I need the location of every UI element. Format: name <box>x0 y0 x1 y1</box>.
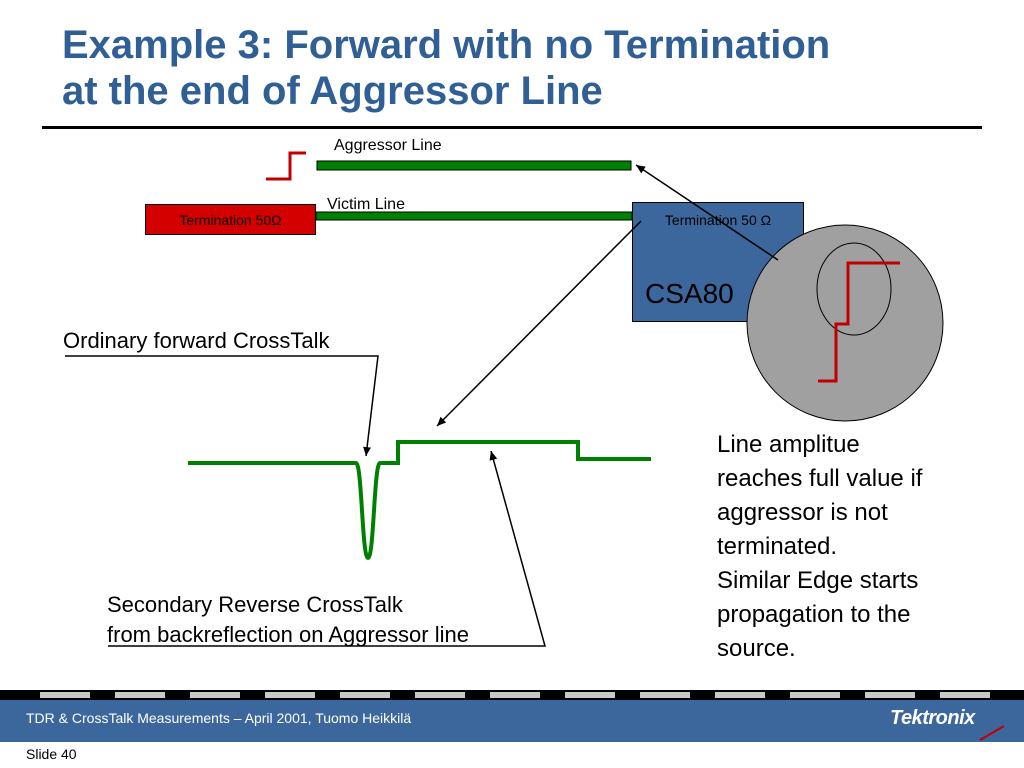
arrow-scope-to-aggressor <box>635 164 779 261</box>
arrow-instrument-to-waveform <box>436 220 642 427</box>
victim-waveform <box>188 440 651 561</box>
victim-line <box>315 211 633 221</box>
title-line-1: Example 3: Forward with no Termination <box>62 23 831 67</box>
title-line-2: at the end of Aggressor Line <box>62 69 603 113</box>
explanation-line: Line amplitue <box>717 431 860 458</box>
termination-left-box: Termination 50Ω <box>145 204 316 235</box>
tektronix-logo: Tektronix <box>890 707 975 729</box>
footer-text: TDR & CrossTalk Measurements – April 200… <box>26 710 412 726</box>
termination-left-label: Termination 50Ω <box>179 211 282 228</box>
scope-highlight-ellipse <box>816 242 892 336</box>
secondary-crosstalk-label-line-2: from backreflection on Aggressor line <box>107 622 469 647</box>
secondary-crosstalk-label-line-1: Secondary Reverse CrossTalk <box>107 592 403 617</box>
arrow-secondary-crosstalk <box>108 450 546 647</box>
instrument-label: CSA80 <box>645 278 734 309</box>
explanation-text: Line amplitue reaches full value if aggr… <box>717 428 922 666</box>
title-divider <box>42 126 982 129</box>
explanation-line: propagation to the <box>717 601 911 628</box>
explanation-line: reaches full value if <box>717 465 923 492</box>
slide-title: Example 3: Forward with no Termination a… <box>62 22 1002 114</box>
aggressor-line-label: Aggressor Line <box>334 137 442 154</box>
aggressor-line <box>316 160 632 171</box>
explanation-line: source. <box>717 635 796 662</box>
slide-number: Slide 40 <box>26 746 77 762</box>
explanation-line: terminated. <box>717 533 838 560</box>
aggressor-step-signal <box>266 151 306 181</box>
arrow-ordinary-crosstalk <box>65 355 379 457</box>
explanation-line: aggressor is not <box>717 499 888 526</box>
scope-step-trace <box>818 261 900 383</box>
victim-line-label: Victim Line <box>327 196 405 213</box>
ordinary-crosstalk-label: Ordinary forward CrossTalk <box>63 328 330 353</box>
footer-band <box>0 700 1024 742</box>
explanation-line: Similar Edge starts <box>717 567 919 594</box>
